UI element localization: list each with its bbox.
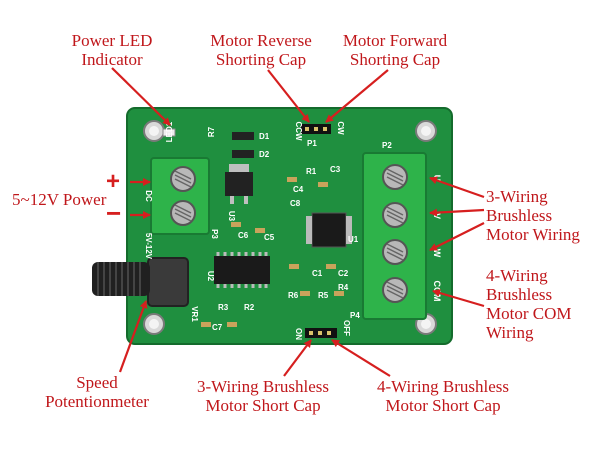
callout-4-wiring-line-1: 4-Wiring [486, 266, 548, 285]
callout-motor-forward: Motor Forward Shorting Cap [330, 31, 460, 69]
callout-4-short-line-2: Motor Short Cap [385, 396, 501, 415]
direction-jumper [301, 124, 331, 134]
silk-ccw: CCW [294, 121, 303, 141]
diode-d2 [232, 150, 254, 158]
callout-4-wiring-line-4: Wiring [486, 323, 534, 342]
callout-4-short-line-1: 4-Wiring Brushless [377, 377, 509, 396]
silk-c1: C1 [312, 269, 323, 278]
callout-motor-forward-line-2: Shorting Cap [349, 50, 441, 69]
polarity-minus: − [106, 198, 121, 228]
silk-on: ON [294, 328, 303, 340]
callout-power-led-line-2: Indicator [81, 50, 143, 69]
silk-r6: R6 [288, 291, 299, 300]
silk-off: OFF [342, 320, 351, 336]
callout-3-wiring-line-3: Motor Wiring [486, 225, 580, 244]
speed-potentiometer [92, 257, 189, 307]
silk-u1: U1 [348, 235, 359, 244]
power-led [162, 128, 176, 137]
callout-4-wiring-line-3: Motor COM [486, 304, 572, 323]
silk-c3: C3 [330, 165, 341, 174]
callout-motor-reverse: Motor Reverse Shorting Cap [196, 31, 326, 69]
mode-jumper [305, 328, 337, 338]
callout-4-wiring-line-2: Brushless [486, 285, 553, 304]
callout-motor-reverse-line-1: Motor Reverse [210, 31, 312, 50]
callout-power-input-line-1: 5~12V Power [12, 190, 107, 209]
callout-3-wiring-brushless: 3-Wiring Brushless Motor Wiring [486, 187, 580, 244]
callout-speed-potentiometer: Speed Potentionmeter [22, 373, 172, 411]
silk-r7: R7 [207, 126, 216, 137]
callout-3-wiring-short-cap: 3-Wiring Brushless Motor Short Cap [178, 377, 348, 415]
silk-5v12v: 5V-12V [144, 233, 153, 260]
silk-dc: DC [144, 190, 153, 202]
callout-arrows [111, 67, 485, 377]
silk-d1: D1 [259, 132, 270, 141]
driver-chip [214, 252, 270, 288]
silk-r4: R4 [338, 283, 349, 292]
callout-power-led-line-1: Power LED [71, 31, 153, 50]
silk-c4: C4 [293, 185, 304, 194]
voltage-regulator [225, 164, 253, 204]
silk-c2: C2 [338, 269, 349, 278]
callout-power-input: 5~12V Power [12, 190, 106, 209]
silk-d2: D2 [259, 150, 270, 159]
callout-4-wiring-brushless-com: 4-Wiring Brushless Motor COM Wiring [486, 266, 571, 342]
callout-3-short-line-2: Motor Short Cap [205, 396, 321, 415]
callout-3-wiring-line-2: Brushless [486, 206, 553, 225]
silk-vr1: VR1 [190, 306, 199, 322]
callout-speed-line-1: Speed [76, 373, 118, 392]
polarity-plus: + [106, 168, 120, 195]
silk-r3: R3 [218, 303, 229, 312]
callout-motor-forward-line-1: Motor Forward [342, 31, 448, 50]
silk-r5: R5 [318, 291, 329, 300]
silk-c6: C6 [238, 231, 249, 240]
silk-w: W [432, 249, 442, 258]
controller-chip [306, 212, 352, 248]
silk-r1: R1 [306, 167, 317, 176]
silk-r2: R2 [244, 303, 255, 312]
smd-components [201, 177, 344, 327]
silk-p2: P2 [382, 141, 392, 150]
silk-c7: C7 [212, 323, 223, 332]
silk-cw: CW [336, 121, 345, 135]
silk-c8: C8 [290, 199, 301, 208]
callout-motor-reverse-line-2: Shorting Cap [215, 50, 307, 69]
callout-3-wiring-line-1: 3-Wiring [486, 187, 548, 206]
silk-u3: U3 [227, 211, 236, 222]
silk-p1: P1 [307, 139, 317, 148]
silk-led1: LED1 [165, 121, 174, 142]
silk-p4: P4 [350, 311, 360, 320]
silk-p3: P3 [210, 229, 219, 239]
callout-power-led: Power LED Indicator [52, 31, 172, 69]
silk-u2: U2 [206, 271, 215, 282]
motor-terminal-block [362, 152, 427, 320]
diode-d1 [232, 132, 254, 140]
callout-4-wiring-short-cap: 4-Wiring Brushless Motor Short Cap [358, 377, 528, 415]
callout-speed-line-2: Potentionmeter [45, 392, 149, 411]
callout-3-short-line-1: 3-Wiring Brushless [197, 377, 329, 396]
silk-c5: C5 [264, 233, 275, 242]
power-terminal-block [150, 157, 210, 235]
